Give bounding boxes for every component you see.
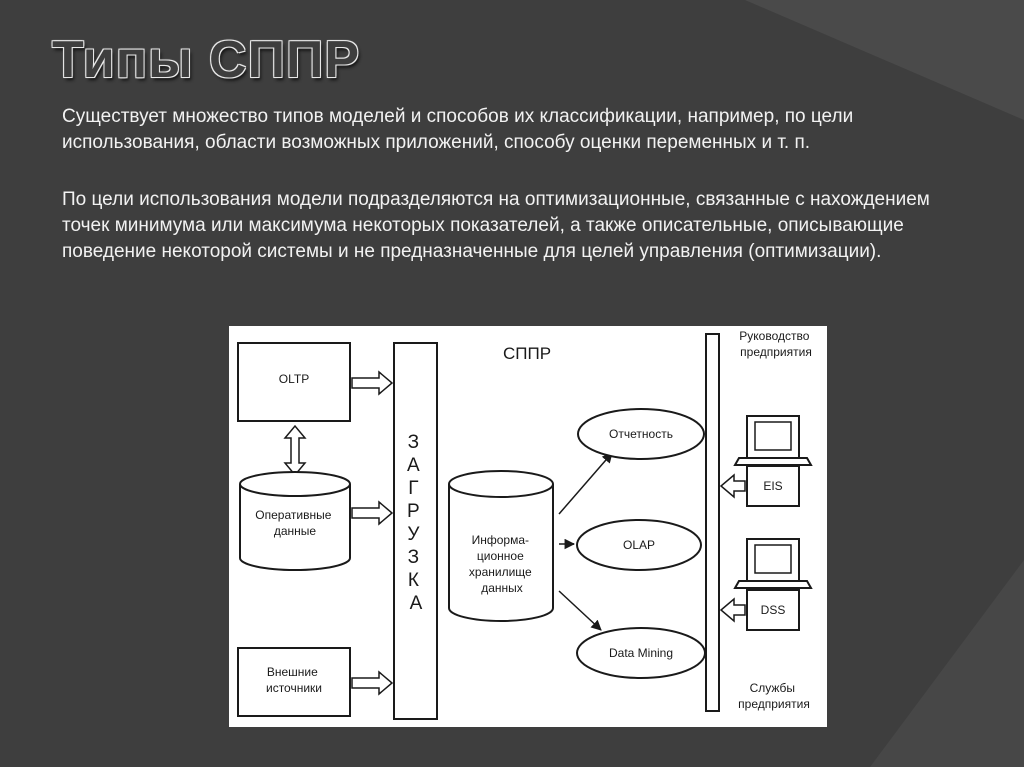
management-line1: Руководство [739, 329, 809, 343]
loading-letter-4: Р [407, 501, 420, 522]
eis-arrow [719, 473, 746, 499]
loading-letter-6: З [408, 547, 419, 568]
olap-label: OLAP [623, 538, 655, 552]
eis-label: EIS [763, 479, 782, 493]
loading-letter-5: У [407, 524, 420, 545]
warehouse-to-datamining-arrow [558, 590, 602, 631]
external-sources-box [237, 647, 351, 717]
dss-label: DSS [761, 603, 786, 617]
dss-computer-icon [733, 538, 813, 589]
diagram-title: СППР [503, 344, 551, 363]
svg-text:З А Г Р У: З А Г Р У З К А [407, 432, 425, 614]
warehouse-line2: ционное [477, 549, 524, 563]
data-warehouse-cylinder [448, 470, 554, 622]
external-sources-line1: Внешние [267, 665, 318, 679]
reporting-ellipse [577, 408, 705, 460]
paragraph-2: По цели использования модели подразделяю… [62, 187, 962, 265]
warehouse-to-reporting-arrow [558, 452, 613, 515]
external-to-loading-arrow [351, 670, 394, 696]
warehouse-line4: данных [481, 581, 523, 595]
eis-computer-icon [733, 415, 813, 466]
paragraph-1: Существует множество типов моделей и спо… [62, 104, 942, 156]
services-bar [705, 333, 720, 712]
svg-text:Оперативные данные: Оперативные данные [255, 508, 334, 538]
dss-arrow [719, 597, 746, 623]
paragraph-2-text: По цели использования модели подразделяю… [62, 189, 930, 262]
slide-title: Типы СППР [52, 31, 360, 89]
eis-box [746, 465, 800, 507]
datamining-label: Data Mining [609, 646, 673, 660]
operational-data-line2: данные [274, 524, 317, 538]
operational-data-line1: Оперативные [255, 508, 331, 522]
loading-letter-8: А [410, 593, 423, 614]
services-line1: Службы [750, 681, 795, 695]
loading-letter-1: З [408, 432, 419, 453]
oltp-to-loading-arrow [351, 370, 394, 396]
warehouse-line1: Информа- [472, 533, 529, 547]
loading-letter-3: Г [408, 478, 418, 499]
warehouse-line3: хранилище [469, 565, 532, 579]
oltp-data-arrow [283, 424, 307, 477]
management-line2: предприятия [740, 345, 812, 359]
loading-letter-7: К [408, 570, 419, 591]
svg-text:Службы предприятия: Службы предприятия [738, 681, 810, 711]
services-line2: предприятия [738, 697, 810, 711]
dss-box [746, 589, 800, 631]
reporting-label: Отчетность [609, 427, 673, 441]
oltp-box [237, 342, 351, 422]
data-to-loading-arrow [351, 500, 394, 526]
svg-text:Информа- ционное храни: Информа- ционное хранилище данных [469, 533, 535, 595]
svg-text:Руководство предприятия: Руководство предприятия [739, 329, 812, 359]
svg-text:Внешние источники: Внешние источники [266, 665, 322, 695]
external-sources-line2: источники [266, 681, 322, 695]
paragraph-1-text: Существует множество типов моделей и спо… [62, 106, 854, 153]
dss-architecture-diagram: OLTP Оперативные данные Внешние источник… [229, 326, 827, 727]
oltp-label: OLTP [279, 372, 309, 386]
olap-ellipse [576, 519, 702, 571]
loading-bar [393, 342, 438, 720]
operational-data-cylinder [239, 471, 351, 571]
loading-letter-2: А [407, 455, 420, 476]
